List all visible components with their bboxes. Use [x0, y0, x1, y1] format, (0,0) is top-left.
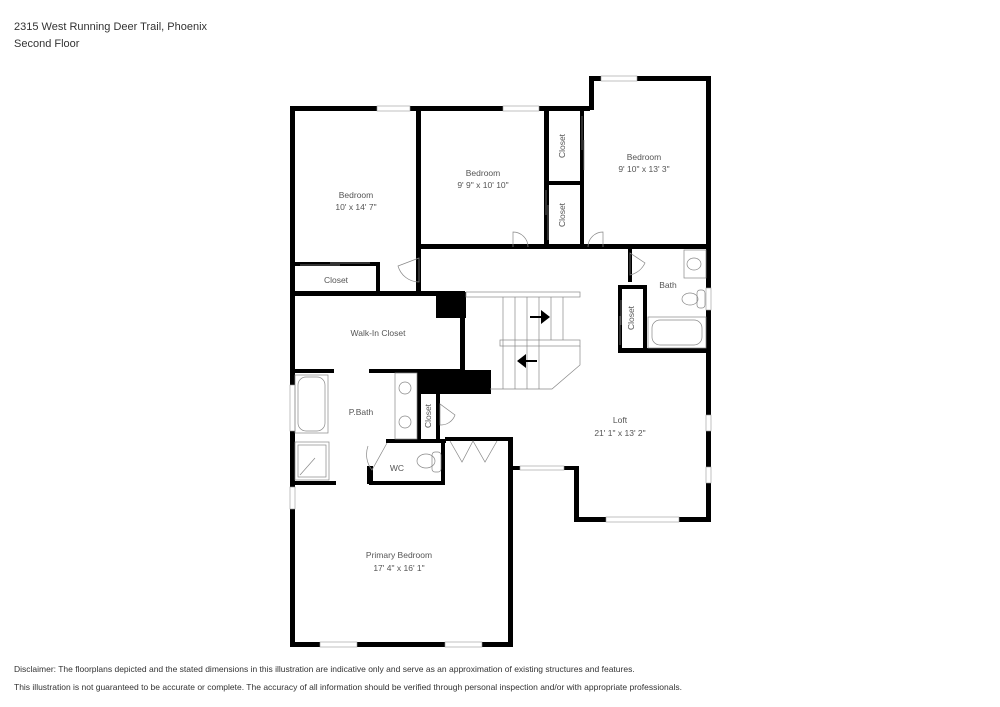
room-label-walk-in-closet: Walk-In Closet — [351, 328, 407, 338]
room-label-bedroom-3: Bedroom — [627, 152, 662, 162]
room-label-closet-2: Closet — [557, 133, 567, 158]
room-label-closet-5: Closet — [423, 403, 433, 428]
room-label-loft: Loft — [613, 415, 628, 425]
windows — [289, 75, 712, 648]
room-dims-primary-bedroom: 17' 4" x 16' 1" — [373, 563, 424, 573]
stair-arrows — [517, 310, 550, 368]
arrow-left-icon — [517, 354, 537, 368]
room-label-bedroom-2: Bedroom — [466, 168, 501, 178]
room-dims-bedroom-1: 10' x 14' 7" — [335, 202, 376, 212]
room-label-wc: WC — [390, 463, 404, 473]
disclaimer-line-2: This illustration is not guaranteed to b… — [14, 682, 682, 692]
room-label-closet-1: Closet — [324, 275, 349, 285]
room-dims-bedroom-2: 9' 9" x 10' 10" — [457, 180, 508, 190]
room-label-closet-3: Closet — [557, 202, 567, 227]
room-dims-loft: 21' 1" x 13' 2" — [594, 428, 645, 438]
room-label-bedroom-1: Bedroom — [339, 190, 374, 200]
room-dims-bedroom-3: 9' 10" x 13' 3" — [618, 164, 669, 174]
room-label-bath: Bath — [659, 280, 677, 290]
address-title: 2315 West Running Deer Trail, Phoenix — [14, 21, 208, 33]
room-label-pbath: P.Bath — [349, 407, 374, 417]
room-label-closet-4: Closet — [626, 305, 636, 330]
arrow-right-icon — [530, 310, 550, 324]
disclaimer-line-1: Disclaimer: The floorplans depicted and … — [14, 664, 635, 674]
walls — [290, 76, 711, 647]
fixtures — [294, 116, 707, 481]
floor-title: Second Floor — [14, 38, 80, 50]
room-label-primary-bedroom: Primary Bedroom — [366, 550, 432, 560]
